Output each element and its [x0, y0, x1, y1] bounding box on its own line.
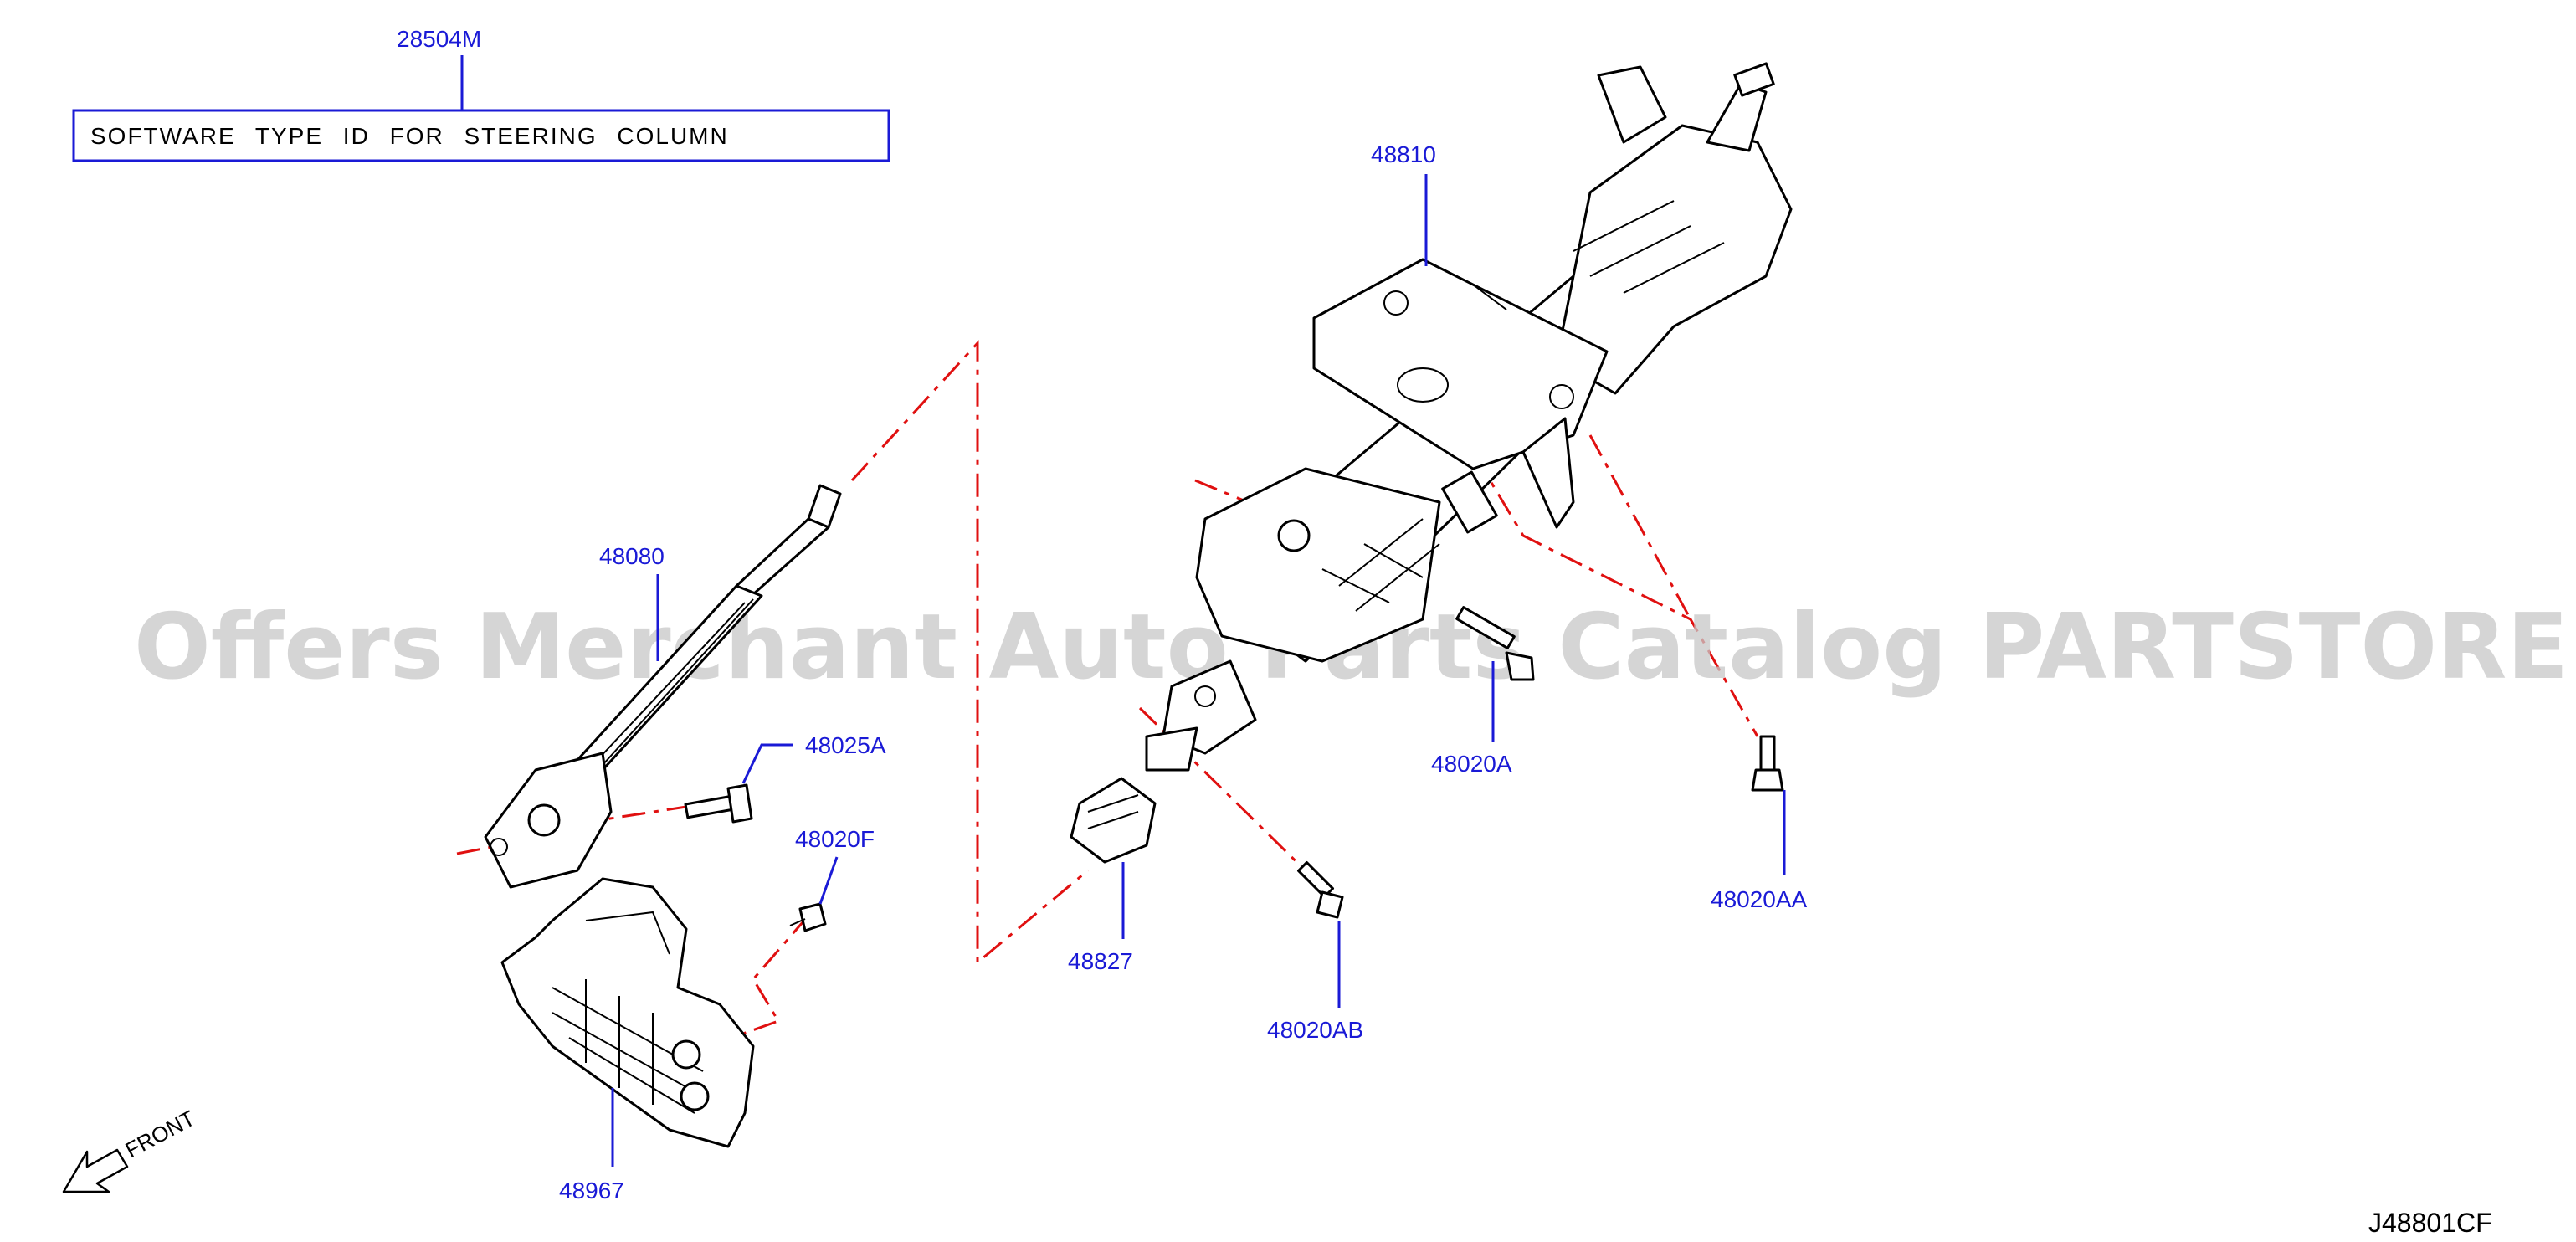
phantom-line-bracket-right	[1588, 434, 1692, 620]
part-label-48080[interactable]: 48080	[599, 543, 665, 569]
column-lower-housing	[1195, 467, 1441, 663]
shaft-upper-section	[735, 517, 830, 596]
cover-ribs	[552, 979, 704, 1114]
bracket-hole-right	[1549, 384, 1574, 409]
bolt-48020aa-head	[1751, 768, 1784, 792]
phantom-line-column-left	[1194, 479, 1273, 514]
bolt-48025a	[684, 783, 753, 824]
software-note: 28504M SOFTWARE TYPE ID FOR STEERING COL…	[72, 26, 890, 162]
leader-48020f	[818, 856, 839, 905]
bracket-hole-left	[1383, 290, 1409, 316]
column-lower-yoke	[1145, 726, 1198, 772]
part-label-48020f[interactable]: 48020F	[795, 826, 875, 852]
bolt-48020a	[1455, 606, 1535, 681]
column-top-tab	[1597, 65, 1667, 144]
column-cover	[500, 877, 755, 1148]
clip-48020f-stem	[789, 918, 806, 926]
steering-column-assembly	[1145, 62, 1793, 772]
note-box	[72, 109, 890, 162]
bolt-48020ab-head	[1316, 890, 1344, 919]
lower-housing-ribs	[1321, 518, 1440, 612]
bolt-48025a-head	[726, 783, 753, 824]
front-direction-indicator: FRONT	[62, 1106, 199, 1193]
part-label-48020a[interactable]: 48020A	[1431, 751, 1512, 777]
shaft-ujoint-cross	[527, 803, 561, 837]
part-label-48020aa[interactable]: 48020AA	[1711, 886, 1808, 912]
bolt-48020aa	[1751, 735, 1784, 792]
diagram-code: J48801CF	[2368, 1208, 2492, 1238]
lower-housing-pivot	[1277, 519, 1311, 552]
part-label-48810[interactable]: 48810	[1371, 141, 1436, 167]
clip-48020f-body	[798, 902, 827, 932]
part-label-48020ab[interactable]: 48020AB	[1267, 1017, 1363, 1043]
lower-steering-shaft	[484, 484, 842, 889]
cover-top-edge	[585, 911, 670, 955]
cover-hole-lower	[680, 1081, 710, 1111]
shaft-spline-lines	[595, 598, 754, 766]
leader-48025a	[741, 743, 793, 784]
part-label-48025a[interactable]: 48025A	[805, 732, 886, 758]
bracket-48827	[1070, 777, 1157, 864]
column-top-shaft	[1706, 82, 1768, 152]
tilt-lever-bracket	[1521, 417, 1575, 529]
ujoint-bolt	[1194, 685, 1216, 707]
bolt-48020ab-shank	[1296, 860, 1335, 899]
column-motor-unit	[1441, 470, 1498, 534]
cover-shell	[500, 877, 755, 1148]
note-text: SOFTWARE TYPE ID FOR STEERING COLUMN	[90, 123, 729, 149]
column-detail-lines	[1472, 200, 1725, 310]
column-shaft-spline	[1733, 62, 1775, 97]
phantom-line-bolt-ab	[1138, 706, 1324, 889]
shaft-ujoint-bolt	[490, 838, 508, 856]
bolt-48020a-shank	[1455, 606, 1516, 649]
bolt-48020ab	[1296, 860, 1344, 919]
clip-48020f	[789, 902, 827, 932]
bracket-48827-detail	[1087, 794, 1139, 829]
column-opening	[1397, 367, 1449, 403]
part-label-28504m[interactable]: 28504M	[397, 26, 481, 52]
part-label-48967[interactable]: 48967	[559, 1178, 624, 1204]
bolt-48020a-head	[1505, 651, 1535, 681]
cover-hole-upper	[671, 1039, 701, 1070]
phantom-line-shaft-end	[456, 835, 545, 855]
phantom-line-bolt-aa	[1394, 292, 1759, 737]
front-arrow-icon	[62, 1148, 129, 1193]
bolt-48025a-shank	[684, 794, 736, 819]
phantom-line-shaft-to-column	[850, 340, 1089, 966]
front-label: FRONT	[121, 1106, 199, 1163]
part-label-48827[interactable]: 48827	[1068, 948, 1133, 974]
